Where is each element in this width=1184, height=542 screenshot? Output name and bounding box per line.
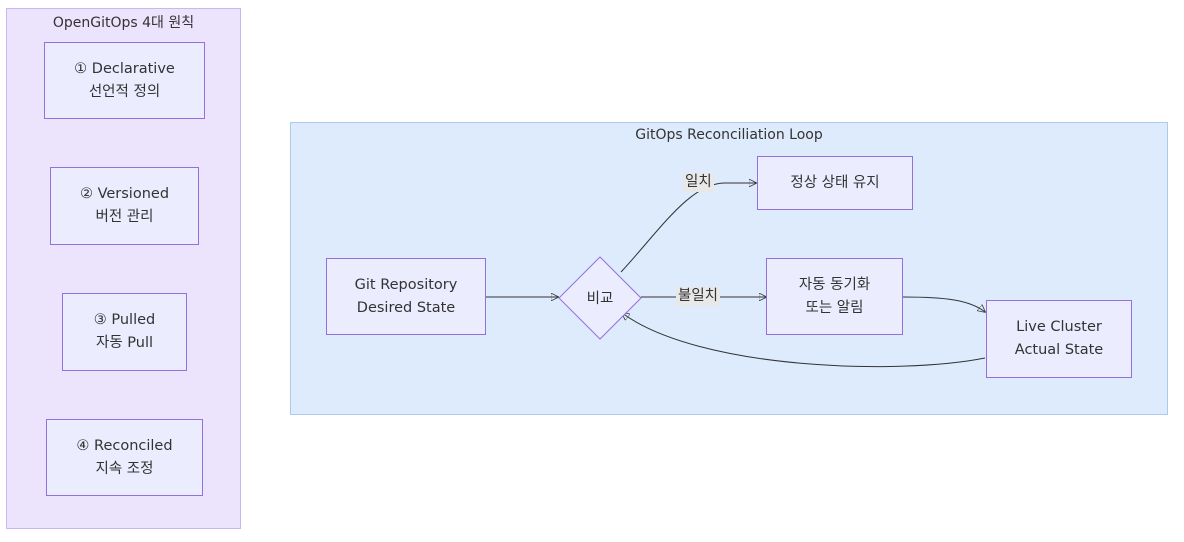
principle-declarative-name: ① Declarative — [74, 60, 175, 77]
git-repository-state: Desired State — [356, 299, 456, 316]
edge-compare-to-keep — [620, 183, 756, 273]
principle-pulled: ③ Pulled 자동 Pull — [62, 293, 187, 371]
principle-pulled-name: ③ Pulled — [93, 312, 156, 328]
compare-decision-node — [558, 256, 642, 340]
git-repository-node: Git Repository Desired State — [326, 258, 486, 335]
keep-state-label: 정상 상태 유지 — [790, 174, 880, 191]
auto-sync-node: 자동 동기화 또는 알림 — [766, 258, 903, 335]
auto-sync-alt: 또는 알림 — [805, 299, 864, 316]
reconciliation-loop-title: GitOps Reconciliation Loop — [635, 127, 823, 143]
principle-declarative-desc: 선언적 정의 — [88, 83, 161, 100]
edge-live-to-compare — [622, 313, 986, 368]
live-cluster-node: Live Cluster Actual State — [986, 300, 1132, 378]
live-cluster-state: Actual State — [1014, 342, 1104, 358]
principles-group-title: OpenGitOps 4대 원칙 — [52, 15, 195, 31]
principle-reconciled-name: ④ Reconciled — [76, 437, 173, 454]
edge-label-mismatch: 불일치 — [676, 287, 721, 306]
principle-versioned-name: ② Versioned — [79, 186, 170, 202]
principle-versioned: ② Versioned 버전 관리 — [50, 167, 199, 245]
principle-pulled-desc: 자동 Pull — [95, 335, 154, 351]
edge-sync-to-live — [902, 296, 985, 312]
principle-reconciled-desc: 지속 조정 — [95, 460, 154, 477]
edge-label-match: 일치 — [683, 173, 714, 192]
compare-label: 비교 — [586, 291, 614, 307]
live-cluster-label: Live Cluster — [1016, 319, 1102, 335]
principle-versioned-desc: 버전 관리 — [95, 209, 154, 225]
keep-state-node: 정상 상태 유지 — [757, 156, 913, 210]
principle-reconciled: ④ Reconciled 지속 조정 — [46, 419, 203, 496]
auto-sync-label: 자동 동기화 — [798, 276, 871, 293]
git-repository-label: Git Repository — [354, 276, 458, 293]
principle-declarative: ① Declarative 선언적 정의 — [44, 42, 205, 119]
